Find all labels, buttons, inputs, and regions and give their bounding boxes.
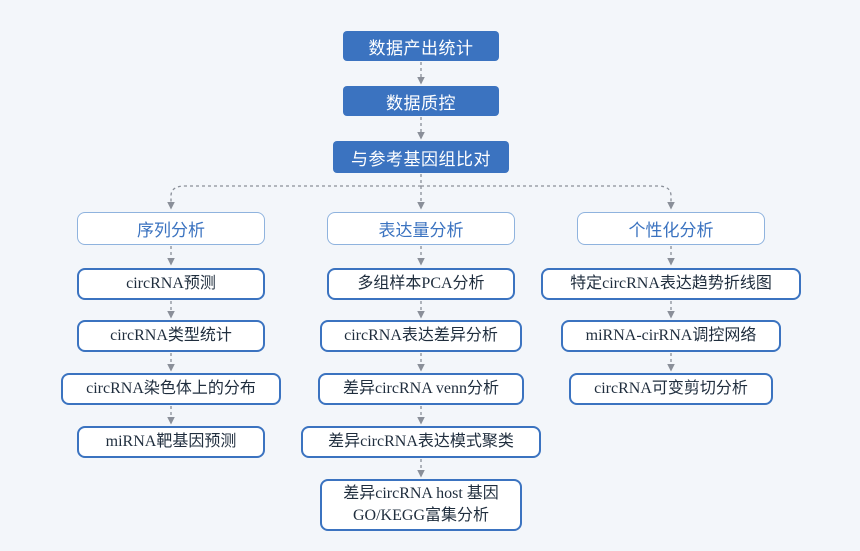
node-host-gene-go-kegg: 差异circRNA host 基因 GO/KEGG富集分析 bbox=[320, 479, 522, 531]
step-data-output-stats: 数据产出统计 bbox=[343, 31, 499, 61]
node-circrna-type-stats: circRNA类型统计 bbox=[77, 320, 265, 352]
arrow-step3-col3 bbox=[421, 185, 675, 210]
node-multi-sample-pca: 多组样本PCA分析 bbox=[327, 268, 515, 300]
node-circrna-prediction: circRNA预测 bbox=[77, 268, 265, 300]
node-circrna-differential-expression: circRNA表达差异分析 bbox=[320, 320, 522, 352]
node-diff-circrna-venn: 差异circRNA venn分析 bbox=[318, 373, 524, 405]
step-reference-alignment: 与参考基因组比对 bbox=[333, 141, 509, 173]
category-expression-analysis: 表达量分析 bbox=[327, 212, 515, 245]
category-custom-analysis: 个性化分析 bbox=[577, 212, 765, 245]
node-circrna-chromosome-distribution: circRNA染色体上的分布 bbox=[61, 373, 281, 405]
node-mirna-circrna-network: miRNA-cirRNA调控网络 bbox=[561, 320, 781, 352]
node-diff-circrna-clustering: 差异circRNA表达模式聚类 bbox=[301, 426, 541, 458]
category-sequence-analysis: 序列分析 bbox=[77, 212, 265, 245]
step-data-qc: 数据质控 bbox=[343, 86, 499, 116]
node-circrna-alternative-splicing: circRNA可变剪切分析 bbox=[569, 373, 773, 405]
node-mirna-target-prediction: miRNA靶基因预测 bbox=[77, 426, 265, 458]
node-circrna-trend-line: 特定circRNA表达趋势折线图 bbox=[541, 268, 801, 300]
arrow-step3-col1 bbox=[167, 185, 421, 210]
